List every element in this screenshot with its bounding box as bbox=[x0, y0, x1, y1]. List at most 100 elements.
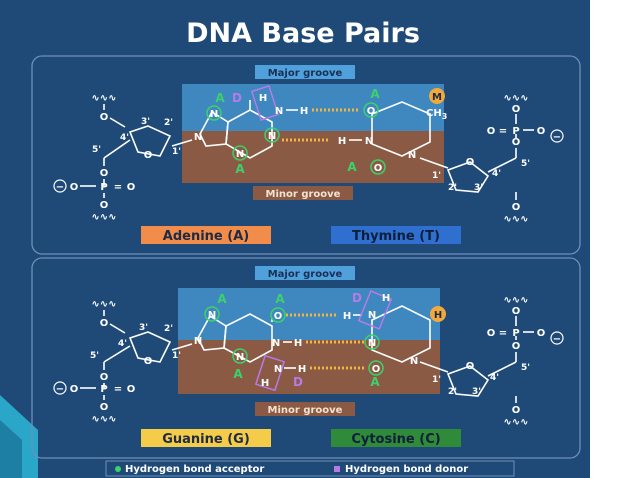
methyl-badge bbox=[429, 88, 445, 104]
legend-acceptor: Hydrogen bond acceptor bbox=[125, 464, 264, 475]
donor-tag: D bbox=[352, 291, 362, 305]
acceptor-marker bbox=[232, 145, 248, 161]
donor-tag: D bbox=[232, 91, 242, 105]
n-atom: N bbox=[194, 132, 202, 143]
methyl-group: CH3 bbox=[426, 108, 447, 121]
donor-marker bbox=[250, 85, 280, 121]
left-backbone: ∿∿∿ O O 3' 2' 4' 1' 5' O − O P = O O ∿∿∿ bbox=[53, 299, 181, 425]
o-atom: O bbox=[274, 311, 283, 322]
oxygen-label: O bbox=[100, 168, 109, 179]
prime-3: 3' bbox=[141, 117, 150, 127]
double-bond-sign: = bbox=[114, 182, 122, 193]
oxygen-label: O bbox=[512, 405, 521, 416]
minus-sign: − bbox=[553, 132, 561, 143]
phosphorus-label: P bbox=[100, 384, 107, 395]
oxygen-label: O bbox=[100, 200, 109, 211]
major-groove-label-bg bbox=[255, 266, 355, 280]
acceptor-tag: A bbox=[347, 160, 357, 174]
prime-4: 4' bbox=[120, 133, 129, 143]
double-bond-sign: = bbox=[114, 384, 122, 395]
minus-sign: − bbox=[56, 182, 64, 193]
wave-bottom-right: ∿∿∿ bbox=[503, 214, 528, 225]
oxygen-label: O bbox=[512, 202, 521, 213]
corner-accent-dark bbox=[0, 420, 22, 478]
donor-marker bbox=[254, 354, 286, 392]
wave-bottom-left: ∿∿∿ bbox=[91, 212, 116, 223]
oxygen-label: O bbox=[512, 341, 521, 352]
acceptor-marker bbox=[363, 102, 379, 118]
adenine-structure: N N N N A D A H N H bbox=[171, 85, 308, 176]
acceptor-marker bbox=[204, 306, 220, 322]
acceptor-marker bbox=[270, 307, 286, 323]
page-title: DNA Base Pairs bbox=[186, 18, 420, 49]
oxygen-label: O bbox=[70, 384, 79, 395]
n-atom: N bbox=[236, 352, 244, 363]
panel-guanine-cytosine: Major groove Minor groove ∿∿∿ O O 3' 2' … bbox=[31, 257, 581, 459]
prime-5: 5' bbox=[521, 363, 530, 373]
n-atom: N bbox=[365, 136, 373, 147]
oxygen-label: O bbox=[487, 126, 496, 137]
n-atom: N bbox=[210, 109, 218, 120]
h-atom: H bbox=[294, 338, 302, 349]
major-groove-region bbox=[182, 84, 444, 131]
donor-marker bbox=[357, 290, 393, 330]
guanine-structure: N N A O A N H N A N H H D bbox=[171, 292, 306, 392]
prime-5: 5' bbox=[90, 351, 99, 361]
right-backbone: O 1' 2' 3' 4' 5' O O = P O − O ∿∿∿ O ∿∿∿ bbox=[432, 93, 564, 225]
acceptor-tag: A bbox=[233, 367, 243, 381]
o-atom: O bbox=[367, 106, 376, 117]
thymine-label-box bbox=[331, 226, 461, 244]
acceptor-tag: A bbox=[217, 292, 227, 306]
major-groove-region bbox=[178, 288, 440, 340]
guanine-label: Guanine (G) bbox=[162, 432, 250, 447]
oxygen-label: O bbox=[100, 318, 109, 329]
acceptor-marker bbox=[206, 105, 222, 121]
n-atom: N bbox=[268, 131, 276, 142]
phosphorus-label: P bbox=[512, 328, 519, 339]
o-atom: O bbox=[372, 364, 381, 375]
prime-3: 3' bbox=[472, 387, 481, 397]
acceptor-legend-dot bbox=[115, 466, 121, 472]
panel-border bbox=[31, 257, 581, 459]
h-atom: H bbox=[298, 364, 306, 375]
n-atom: N bbox=[368, 310, 376, 321]
oxygen-label: O bbox=[537, 328, 546, 339]
prime-3: 3' bbox=[139, 323, 148, 333]
cytosine-label-box bbox=[331, 429, 461, 447]
major-groove-label: Major groove bbox=[268, 269, 343, 280]
major-groove-label: Major groove bbox=[268, 68, 343, 79]
oxygen-label: O bbox=[127, 384, 136, 395]
wave-bottom-left: ∿∿∿ bbox=[91, 414, 116, 425]
adenine-label: Adenine (A) bbox=[163, 229, 249, 244]
panel-border bbox=[31, 55, 581, 255]
prime-5: 5' bbox=[521, 159, 530, 169]
legend-box bbox=[105, 460, 515, 477]
phosphorus-label: P bbox=[512, 126, 519, 137]
n-atom: N bbox=[368, 338, 376, 349]
n-atom: N bbox=[194, 336, 202, 347]
acceptor-tag: A bbox=[215, 91, 225, 105]
acceptor-tag: A bbox=[275, 292, 285, 306]
acceptor-marker bbox=[264, 127, 280, 143]
double-bond-sign: = bbox=[499, 328, 507, 339]
n-atom: N bbox=[410, 356, 418, 367]
thymine-structure: O A N O A N CH3 M bbox=[347, 87, 449, 175]
h-atom: H bbox=[259, 93, 267, 104]
left-backbone: ∿∿∿ O O 3' 2' 4' 1' 5' O − O P = O O ∿∿∿ bbox=[53, 93, 181, 223]
minus-icon bbox=[53, 381, 67, 395]
n-atom: N bbox=[236, 149, 244, 160]
h-badge bbox=[430, 306, 446, 322]
right-backbone: O 1' 2' 3' 4' 5' O O = P O − O ∿∿∿ O ∿∿∿ bbox=[432, 295, 564, 428]
thymine-label: Thymine (T) bbox=[352, 229, 440, 244]
prime-2: 2' bbox=[448, 387, 457, 397]
h-atom: H bbox=[343, 311, 351, 322]
wave-top-left: ∿∿∿ bbox=[91, 299, 116, 310]
wave-top-right: ∿∿∿ bbox=[503, 93, 528, 104]
acceptor-tag: A bbox=[370, 87, 380, 101]
panel-adenine-thymine: Major groove Minor groove ∿∿∿ O O 3' 2' … bbox=[31, 55, 581, 255]
acceptor-marker bbox=[370, 159, 386, 175]
ring-oxygen: O bbox=[466, 361, 475, 372]
acceptor-marker bbox=[364, 334, 380, 350]
acceptor-marker bbox=[232, 348, 248, 364]
minus-icon bbox=[53, 179, 67, 193]
